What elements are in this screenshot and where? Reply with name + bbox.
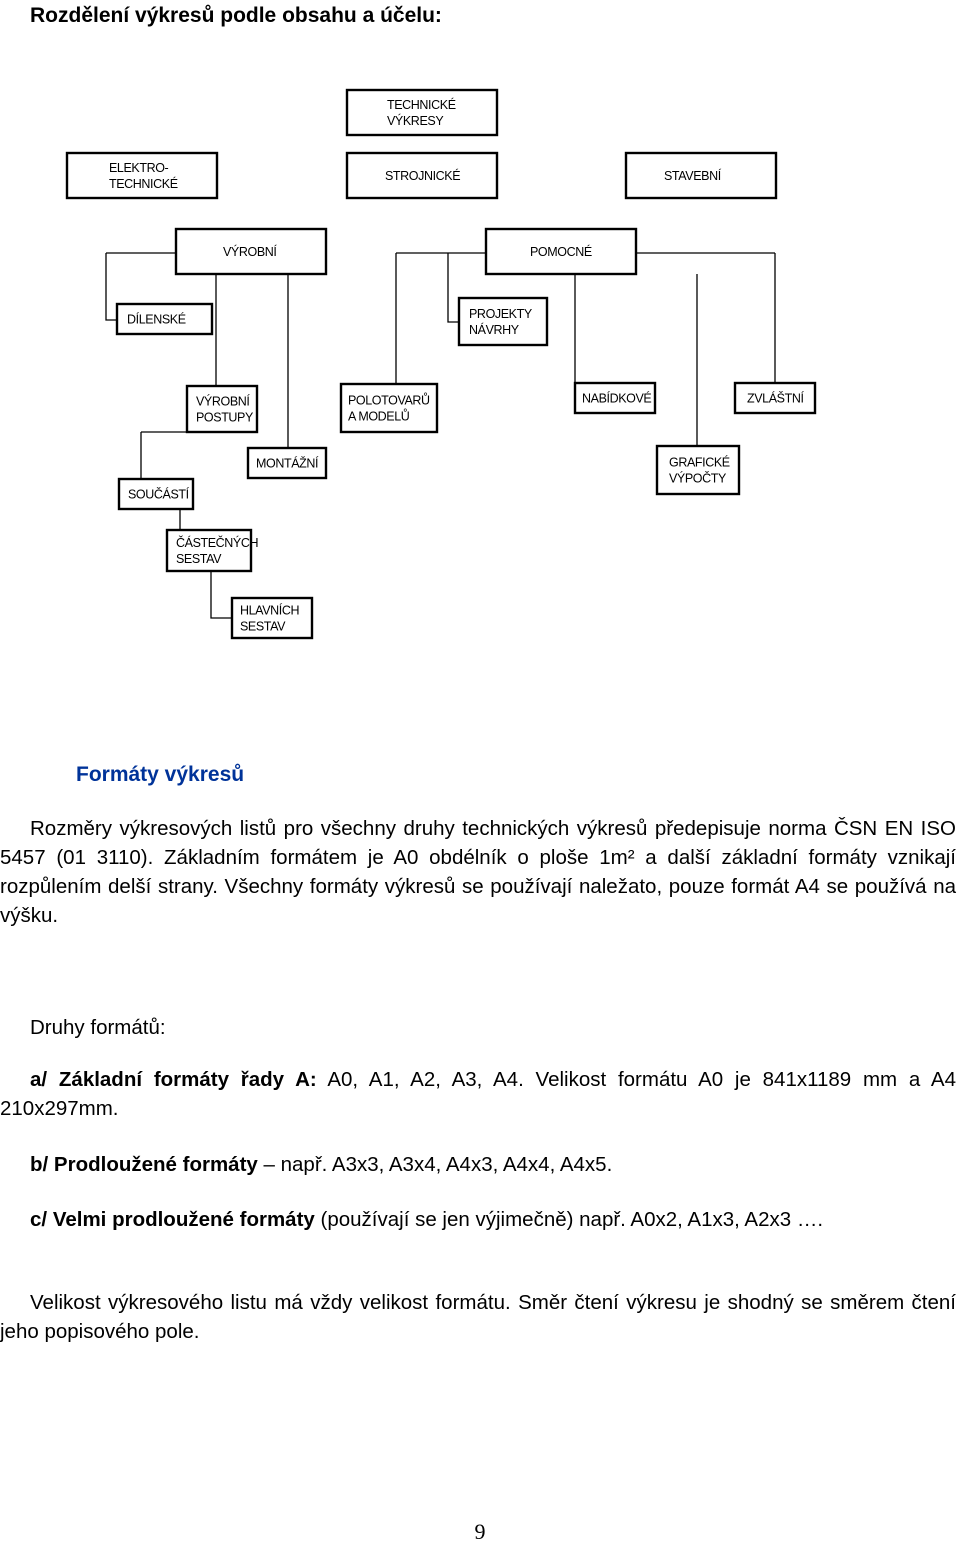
diagram-box-strojnicke: STROJNICKÉ <box>345 151 499 200</box>
diagram-box-border <box>457 296 549 347</box>
diagram-box-montazni: MONTÁŽNÍ <box>246 446 328 480</box>
diagram-box-label: SESTAV <box>240 620 286 634</box>
diagram-box-border <box>230 596 314 640</box>
item-b-text: např. A3x3, A3x4, A4x3, A4x4, A4x5. <box>280 1153 613 1176</box>
diagram-box-border <box>655 444 741 496</box>
diagram-box-label: SESTAV <box>176 552 222 566</box>
diagram-box-border <box>65 151 219 200</box>
item-a-text: A0, A1, A2, A3, A4. Velikost formátu A0 … <box>0 1068 956 1120</box>
diagram-box-label: VÝPOČTY <box>669 471 727 486</box>
diagram-box-border <box>733 381 817 415</box>
diagram-box-label: DÍLENSKÉ <box>127 312 186 327</box>
diagram-box-label: POLOTOVARŮ <box>348 393 430 408</box>
diagram-box-border <box>246 446 328 480</box>
diagram-box-label: PROJEKTY <box>469 307 533 321</box>
diagram-box-castecnych: ČÁSTEČNÝCH SESTAV <box>165 528 259 573</box>
closing-paragraph: Velikost výkresového listu má vždy velik… <box>0 1291 956 1343</box>
diagram-box-soucasti: SOUČÁSTÍ <box>117 477 195 511</box>
item-b-marker: b/ <box>30 1153 49 1176</box>
diagram-box-vyrobni-postupy: VÝROBNÍ POSTUPY <box>185 384 259 434</box>
diagram-box-border <box>345 151 499 200</box>
diagram-box-pomocne: POMOCNÉ <box>484 227 638 276</box>
diagram-box-dilenske: DÍLENSKÉ <box>115 302 214 336</box>
diagram-box-label: POMOCNÉ <box>530 244 592 259</box>
diagram-boxes: TECHNICKÉVÝKRESYELEKTRO-TECHNICKÉSTROJNI… <box>65 88 817 640</box>
diagram-box-border <box>339 382 439 434</box>
diagram-box-stavebni: STAVEBNÍ <box>624 151 778 200</box>
diagram-box-border <box>573 381 657 415</box>
page-heading: Rozdělení výkresů podle obsahu a účelu: <box>30 4 442 27</box>
diagram-box-label: VÝROBNÍ <box>223 244 277 259</box>
diagram-box-label: VÝROBNÍ <box>196 394 250 409</box>
diagram-box-border <box>345 88 499 137</box>
diagram-box-nabidkove: NABÍDKOVÉ <box>573 381 657 415</box>
connector-line <box>447 253 459 323</box>
page-number: 9 <box>474 1519 486 1544</box>
diagram-box-border <box>115 302 214 336</box>
diagram-box-label: NABÍDKOVÉ <box>582 391 651 406</box>
connector-line <box>105 253 117 321</box>
diagram-box-label: TECHNICKÉ <box>109 176 178 191</box>
item-b-dash: – <box>257 1153 281 1176</box>
diagram-box-border <box>117 477 195 511</box>
diagram-box-border <box>165 528 253 573</box>
diagram-box-border <box>185 384 259 434</box>
format-item-b: b/ Prodloužené formáty – např. A3x3, A3x… <box>30 1150 956 1179</box>
connector-line <box>210 571 232 619</box>
diagram-box-label: HLAVNÍCH <box>240 603 299 618</box>
diagram-box-border <box>174 227 328 276</box>
diagram-box-label: TECHNICKÉ <box>387 97 456 112</box>
diagram-box-label: MONTÁŽNÍ <box>256 456 319 471</box>
drawing-classification-diagram: TECHNICKÉVÝKRESYELEKTRO-TECHNICKÉSTROJNI… <box>65 88 817 640</box>
diagram-box-label: STROJNICKÉ <box>385 168 460 183</box>
formats-title: Formáty výkresů <box>76 763 245 786</box>
format-item-c: c/ Velmi prodloužené formáty (používají … <box>0 1205 956 1234</box>
diagram-box-border <box>484 227 638 276</box>
format-item-a: a/ Základní formáty řady A: A0, A1, A2, … <box>0 1065 956 1123</box>
item-c-text: (používají se jen výjimečně) např. A0x2,… <box>314 1208 824 1231</box>
diagram-box-vyrobni: VÝROBNÍ <box>174 227 328 276</box>
diagram-box-label: GRAFICKÉ <box>669 455 730 470</box>
diagram-box-border <box>624 151 778 200</box>
diagram-box-label: SOUČÁSTÍ <box>128 487 190 502</box>
diagram-box-label: ZVLÁŠTNÍ <box>747 391 804 406</box>
diagram-box-label: VÝKRESY <box>387 113 444 128</box>
diagram-box-label: NÁVRHY <box>469 322 520 337</box>
item-b-title: Prodloužené formáty <box>53 1153 258 1176</box>
diagram-connectors <box>105 252 776 619</box>
formats-types-label: Druhy formátů: <box>30 1016 166 1039</box>
diagram-box-label: A MODELŮ <box>348 409 410 424</box>
diagram-box-label: POSTUPY <box>196 411 254 425</box>
diagram-box-label: STAVEBNÍ <box>664 168 722 183</box>
diagram-box-label: ELEKTRO- <box>109 161 169 175</box>
item-a-marker: a/ <box>30 1068 48 1091</box>
formats-intro: Rozměry výkresových listů pro všechny dr… <box>0 817 956 927</box>
diagram-box-hlavnich: HLAVNÍCH SESTAV <box>230 596 314 640</box>
item-c-title: Velmi prodloužené formáty <box>52 1208 315 1231</box>
item-a-title: Základní formáty řady A: <box>58 1068 317 1091</box>
diagram-box-label: ČÁSTEČNÝCH <box>176 535 258 550</box>
diagram-box-zvlastni: ZVLÁŠTNÍ <box>733 381 817 415</box>
diagram-box-elektro: ELEKTRO-TECHNICKÉ <box>65 151 219 200</box>
item-c-marker: c/ <box>30 1208 48 1231</box>
